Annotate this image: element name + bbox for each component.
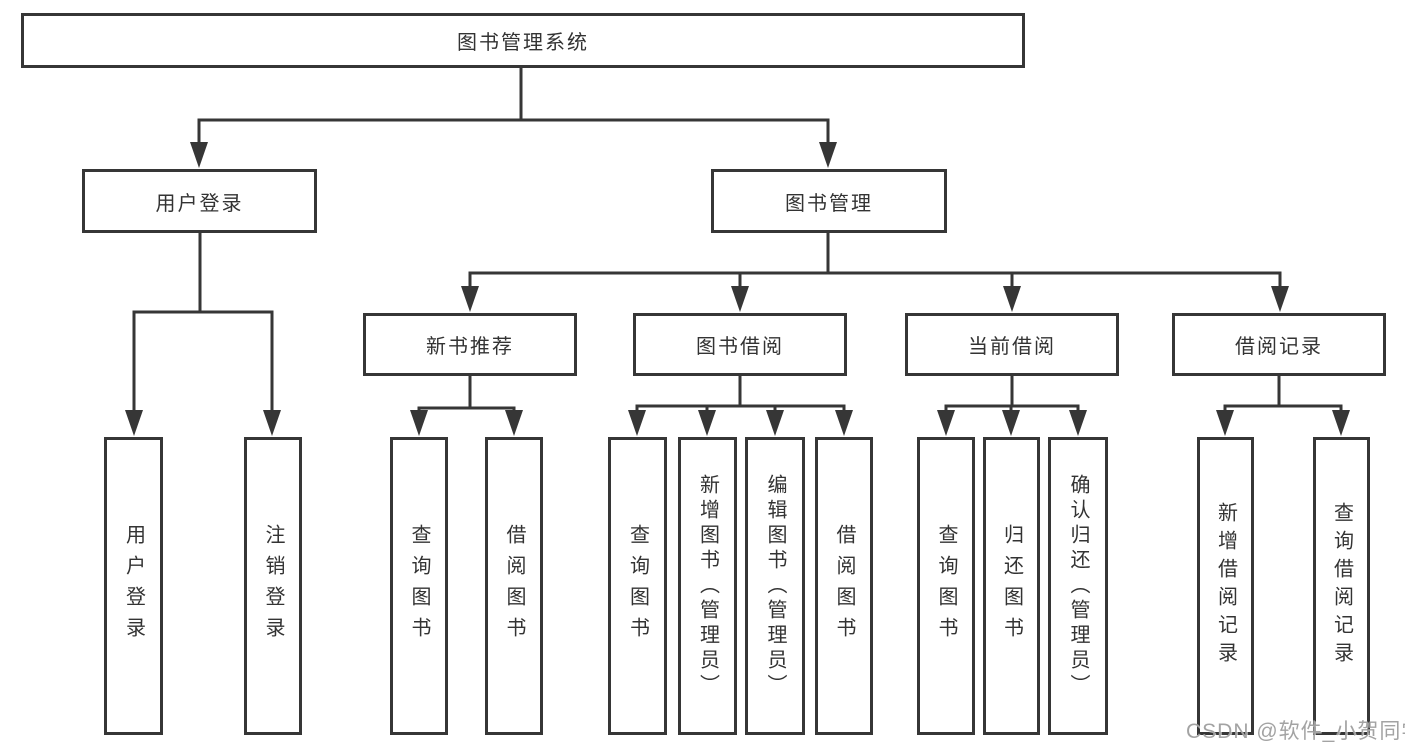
leaf-records-add-record-label: 新增借阅记录 xyxy=(1214,502,1237,670)
leaf-current-return-books-label: 归还图书 xyxy=(1000,524,1023,648)
leaf-user-login-label: 用户登录 xyxy=(122,524,145,648)
node-user-login: 用户登录 xyxy=(82,169,317,233)
leaf-borrow-add-books-admin-label: 新增图书（管理员） xyxy=(696,473,719,699)
leaf-newbooks-query-books-label: 查询图书 xyxy=(408,524,430,648)
node-current-borrowing-label: 当前借阅 xyxy=(968,336,1056,358)
leaf-borrow-edit-books-admin-label: 编辑图书（管理员） xyxy=(764,473,786,699)
leaf-current-confirm-return-admin: 确认归还（管理员） xyxy=(1048,437,1108,735)
leaf-current-return-books: 归还图书 xyxy=(983,437,1040,735)
node-book-management: 图书管理 xyxy=(711,169,947,233)
leaf-borrow-query-books-label: 查询图书 xyxy=(626,524,649,648)
leaf-newbooks-query-books: 查询图书 xyxy=(390,437,448,735)
leaf-logout: 注销登录 xyxy=(244,437,302,735)
leaf-borrow-borrow-books: 借阅图书 xyxy=(815,437,873,735)
node-new-book-recommendation-label: 新书推荐 xyxy=(426,336,514,358)
node-book-management-label: 图书管理 xyxy=(785,192,873,215)
leaf-borrow-add-books-admin: 新增图书（管理员） xyxy=(678,437,737,735)
leaf-logout-label: 注销登录 xyxy=(262,524,284,648)
node-borrowing-records: 借阅记录 xyxy=(1172,313,1386,376)
leaf-records-query-record-label: 查询借阅记录 xyxy=(1330,502,1353,670)
node-user-login-label: 用户登录 xyxy=(155,192,244,215)
node-root-label: 图书管理系统 xyxy=(457,32,589,54)
node-root: 图书管理系统 xyxy=(21,13,1025,68)
leaf-borrow-query-books: 查询图书 xyxy=(608,437,667,735)
node-current-borrowing: 当前借阅 xyxy=(905,313,1119,376)
leaf-current-confirm-return-admin-label: 确认归还（管理员） xyxy=(1067,473,1089,699)
node-book-borrowing: 图书借阅 xyxy=(633,313,847,376)
leaf-newbooks-borrow-books-label: 借阅图书 xyxy=(503,524,525,648)
leaf-current-query-books: 查询图书 xyxy=(917,437,975,735)
node-book-borrowing-label: 图书借阅 xyxy=(696,336,784,358)
leaf-current-query-books-label: 查询图书 xyxy=(935,524,957,648)
leaf-user-login: 用户登录 xyxy=(104,437,163,735)
leaf-borrow-borrow-books-label: 借阅图书 xyxy=(833,524,855,648)
leaf-borrow-edit-books-admin: 编辑图书（管理员） xyxy=(745,437,805,735)
leaf-records-add-record: 新增借阅记录 xyxy=(1197,437,1254,735)
watermark: CSDN @软件_小贺同学 xyxy=(1186,720,1405,743)
leaf-newbooks-borrow-books: 借阅图书 xyxy=(485,437,543,735)
leaf-records-query-record: 查询借阅记录 xyxy=(1313,437,1370,735)
node-new-book-recommendation: 新书推荐 xyxy=(363,313,577,376)
node-borrowing-records-label: 借阅记录 xyxy=(1235,336,1323,358)
